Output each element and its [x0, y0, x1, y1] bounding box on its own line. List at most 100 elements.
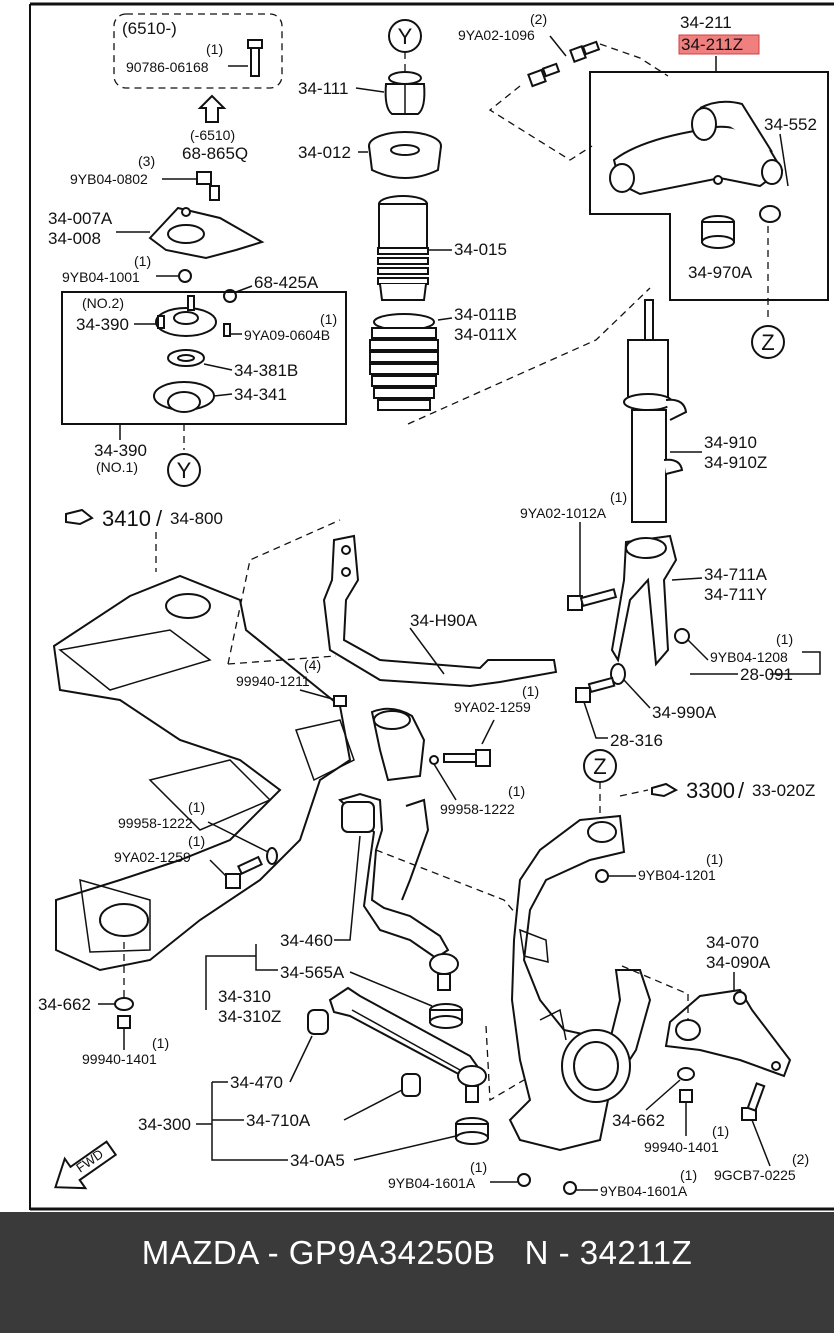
nut-99940-1401-left: [117, 1015, 131, 1029]
bushing-34-0a5: [455, 1117, 489, 1145]
exploded-parts-diagram: (6510-) (1) 90786-06168 (-6510) 68-865Q …: [29, 2, 834, 1211]
bump-stop-34-111: [384, 71, 426, 115]
qty-label: (1): [320, 311, 337, 327]
qty-label: (1): [188, 799, 205, 815]
part-label-9yb04-1208: 9YB04-1208: [710, 649, 788, 665]
spring-seat-34-012: [368, 131, 442, 179]
part-label-34-211: 34-211: [680, 13, 732, 32]
part-label-99940-1211: 99940-1211: [236, 673, 310, 689]
part-label-34-910: 34-910: [704, 433, 757, 452]
qty-label: (1): [188, 833, 205, 849]
part-label-28-316: 28-316: [610, 731, 663, 750]
qty-label: (1): [680, 1167, 697, 1183]
part-label-34-011x: 34-011X: [454, 325, 517, 344]
fwd-direction-arrow-icon: [54, 1140, 118, 1190]
ref-label-34-800: 34-800: [170, 509, 223, 528]
footer-bar: MAZDA - GP9A34250B N - 34211Z: [0, 1212, 834, 1333]
bolt-9ya02-1259-lower: [225, 855, 263, 889]
bolt-9ya02-1012a: [567, 588, 618, 611]
qty-label: (1): [508, 783, 525, 799]
steering-knuckle-3300: [508, 814, 652, 1152]
part-label-34-015: 34-015: [454, 240, 507, 259]
shock-absorber-34-910: [623, 299, 688, 523]
ref-z-top: Z: [761, 330, 774, 355]
part-label-34-390: 34-390: [76, 315, 129, 334]
ref-label-3300: 3300: [686, 778, 735, 803]
bolt-28-316: [575, 676, 616, 703]
link-arm-34-300: [307, 986, 487, 1103]
qty-label: (2): [530, 11, 547, 27]
strut-mount-assembly-box: [61, 291, 347, 425]
part-label-68-865q: 68-865Q: [182, 144, 248, 163]
ref-label-3410: 3410: [102, 506, 151, 531]
part-label-34-711y: 34-711Y: [704, 585, 767, 604]
qty-label: (1): [712, 1123, 729, 1139]
part-label-34-090a: 34-090A: [706, 953, 771, 972]
stabilizer-bar-34-h90a: [322, 534, 558, 688]
ref-separator: /: [156, 506, 163, 531]
reference-hand-icon: [65, 508, 94, 526]
qty-label: (1): [152, 1035, 169, 1051]
crossmember-3410: [52, 574, 355, 972]
part-label-99958-1222-left: 99958-1222: [118, 815, 193, 831]
boot-34-552: [759, 205, 781, 223]
qty-label: (1): [522, 683, 539, 699]
lower-arm-34-310: [338, 792, 459, 991]
part-label-9yb04-1001: 9YB04-1001: [62, 269, 140, 285]
part-label-9ya02-1012a: 9YA02-1012A: [520, 505, 607, 521]
part-label-34-910z: 34-910Z: [704, 453, 767, 472]
part-label-34-711a: 34-711A: [704, 565, 768, 584]
ref-y-bottom: Y: [177, 458, 192, 483]
inset-6510-box: [113, 13, 283, 89]
washer-99958-1222: [266, 847, 278, 865]
part-label-9yb04-1601a-right: 9YB04-1601A: [600, 1183, 688, 1199]
part-label-34-310: 34-310: [218, 987, 271, 1006]
dust-boot-34-011b: [369, 313, 439, 411]
qty-label: (1): [134, 253, 151, 269]
label-no1: (NO.1): [96, 459, 138, 475]
bushing-34-970a: [701, 215, 735, 249]
nut-9yb04-1601a-left: [517, 1173, 531, 1187]
ref-z-mid: Z: [593, 754, 606, 779]
qty-label: (1): [206, 41, 223, 57]
bolt-90786-06168: [247, 39, 263, 77]
label-6510: (6510-): [122, 19, 177, 38]
part-label-34-710a: 34-710A: [246, 1111, 311, 1130]
nut-9ya09-0604b: [223, 323, 231, 337]
qty-label: (3): [138, 153, 155, 169]
part-label-34-111: 34-111: [298, 79, 348, 98]
nut-99940-1211: [333, 695, 347, 707]
qty-label: (1): [776, 631, 793, 647]
bolt-9ya02-1259-upper: [443, 749, 491, 767]
part-label-34-341: 34-341: [234, 385, 287, 404]
part-label-34-970a: 34-970A: [688, 263, 753, 282]
part-label-9ya02-1259-upper: 9YA02-1259: [454, 699, 531, 715]
part-label-34-662-right: 34-662: [612, 1111, 665, 1130]
part-label-34-552: 34-552: [764, 115, 817, 134]
part-label-9yb04-1601a-left: 9YB04-1601A: [388, 1175, 476, 1191]
bushing-34-565a: [429, 1003, 463, 1029]
part-label-34-990a: 34-990A: [652, 703, 717, 722]
qty-label: (1): [470, 1159, 487, 1175]
part-label-34-012: 34-012: [298, 143, 351, 162]
bolt-68-865q: [209, 185, 220, 201]
part-label-34-565a: 34-565A: [280, 963, 345, 982]
crossmember-bracket: [370, 707, 426, 782]
part-label-34-0a5: 34-0A5: [290, 1151, 345, 1170]
part-label-34-008: 34-008: [48, 229, 101, 248]
part-label-34-070: 34-070: [706, 933, 759, 952]
ref-separator-3300: /: [738, 778, 745, 803]
nut-9yb04-0802: [196, 171, 212, 185]
supersession-arrow-icon: [197, 94, 227, 123]
part-label-34-381b: 34-381B: [234, 361, 298, 380]
part-label-99940-1401-left: 99940-1401: [82, 1051, 157, 1067]
boot-34-015: [377, 195, 429, 301]
washer-34-662-left: [114, 997, 134, 1011]
qty-label: (4): [304, 657, 321, 673]
label-no2: (NO.2): [82, 295, 124, 311]
ref-circle-z-top: [751, 325, 785, 359]
diagram-canvas: (6510-) (1) 90786-06168 (-6510) 68-865Q …: [29, 2, 834, 1211]
upper-arm-34-211z: [609, 100, 784, 196]
bolt-9ya02-1096: [527, 40, 601, 88]
part-label-34-470: 34-470: [230, 1073, 283, 1092]
